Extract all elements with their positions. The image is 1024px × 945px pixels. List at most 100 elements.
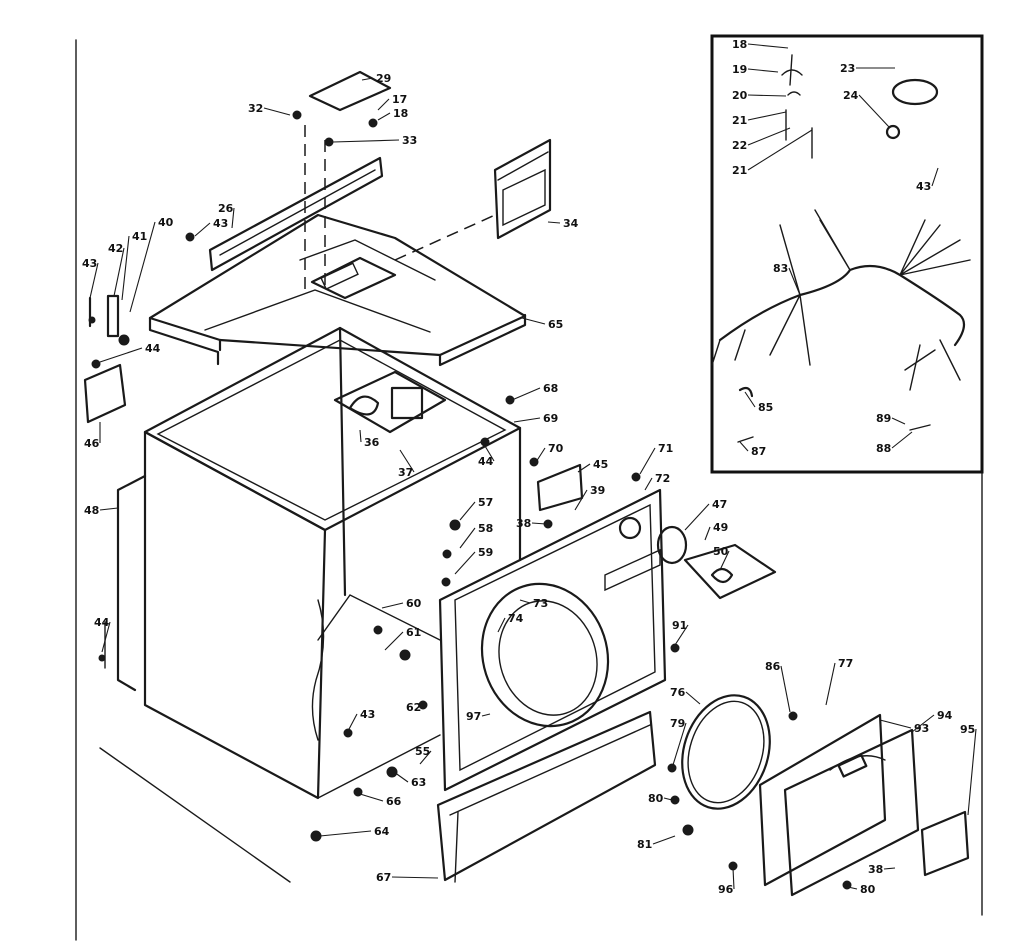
callout-leader-p70 (535, 447, 546, 463)
callout-label-p41: 41 (132, 230, 147, 243)
callout-label-p33: 33 (402, 134, 417, 147)
callout-leader-p97 (481, 713, 491, 717)
callout-leader-p72 (644, 477, 653, 491)
callout-label-p38a: 38 (516, 517, 531, 530)
callout-leader-p64 (319, 830, 372, 837)
callout-label-p73: 73 (533, 597, 548, 610)
callout-leader-i43 (931, 167, 939, 187)
callout-label-i19: 19 (732, 63, 747, 76)
callout-label-i21b: 21 (732, 164, 747, 177)
callout-leader-p32 (263, 107, 291, 116)
wiring-harness (711, 54, 971, 443)
callout-label-p61a: 61 (406, 626, 421, 639)
callout-label-p44c: 44 (478, 455, 494, 468)
toe-panel (436, 710, 657, 883)
callout-leader-p86 (780, 665, 791, 713)
callout-leader-i22 (747, 127, 791, 146)
callout-leader-p44c (484, 445, 495, 462)
callout-label-p36: 36 (364, 436, 380, 449)
callout-leader-p43b (89, 262, 99, 299)
callout-leader-p47 (684, 503, 710, 531)
callout-label-p39: 39 (590, 484, 605, 497)
callout-label-p43b: 43 (82, 257, 97, 270)
control-bracket (493, 138, 552, 240)
callout-label-i85: 85 (758, 401, 773, 414)
latch-bracket (536, 463, 584, 512)
callout-leader-p95 (967, 728, 977, 816)
callout-label-p96: 96 (718, 883, 734, 896)
cabinet (99, 326, 522, 883)
callout-leader-p63 (393, 771, 409, 783)
callout-label-i43: 43 (916, 180, 931, 193)
callout-label-p50: 50 (713, 545, 729, 558)
callout-label-p44a: 44 (145, 342, 161, 355)
callout-label-p65: 65 (548, 318, 563, 331)
callout-label-i87: 87 (751, 445, 766, 458)
top-cover-plate (308, 70, 392, 112)
callout-label-p70: 70 (548, 442, 564, 455)
callout-leader-p96 (732, 867, 735, 890)
callout-leader-p79 (672, 722, 687, 766)
callout-label-p71: 71 (658, 442, 673, 455)
callout-label-p64: 64 (374, 825, 390, 838)
callout-label-p97: 97 (466, 710, 481, 723)
callout-label-i20: 20 (732, 89, 748, 102)
callout-leader-p58 (459, 527, 476, 549)
callout-label-p43c: 43 (360, 708, 375, 721)
callout-label-p81: 81 (637, 838, 652, 851)
callout-label-p44b: 44 (94, 616, 110, 629)
rear-side-panel (116, 474, 147, 692)
callout-leader-p67 (391, 876, 439, 879)
callout-label-i18: 18 (732, 38, 747, 51)
fasteners (88, 110, 852, 890)
callout-leader-p39 (574, 489, 588, 511)
callout-label-p63: 63 (411, 776, 426, 789)
callout-leader-p55 (419, 750, 432, 765)
callout-leader-p59 (454, 551, 476, 575)
callout-label-p38b: 38 (868, 863, 883, 876)
callout-leader-p81 (652, 835, 676, 845)
callout-label-i83: 83 (773, 262, 788, 275)
callout-label-i89: 89 (876, 412, 891, 425)
motor-relay-plate (333, 370, 447, 434)
callout-label-i23: 23 (840, 62, 855, 75)
callout-leader-p38b (883, 867, 896, 870)
callout-label-p80b: 80 (860, 883, 876, 896)
callout-leader-p18a (377, 112, 391, 121)
callout-leader-p33 (332, 139, 400, 143)
callout-label-p49: 49 (713, 521, 728, 534)
callout-leader-p17 (377, 98, 390, 111)
callout-leader-p36 (359, 429, 362, 443)
callout-leader-p49 (704, 526, 711, 541)
callout-labels: 2932171833264340424143346544464844686936… (82, 72, 977, 896)
top-bracket (208, 156, 384, 272)
callout-label-p91: 91 (672, 619, 687, 632)
callout-label-p47: 47 (712, 498, 727, 511)
callout-leader-i85 (744, 391, 756, 408)
callout-label-p80a: 80 (648, 792, 664, 805)
callout-label-p43a: 43 (213, 217, 228, 230)
callout-label-p68: 68 (543, 382, 558, 395)
callout-label-p57: 57 (478, 496, 493, 509)
callout-label-p48: 48 (84, 504, 99, 517)
door-handle (920, 810, 970, 877)
callout-leader-i83 (788, 267, 801, 296)
callout-label-p79: 79 (670, 717, 685, 730)
inset-frame (710, 34, 984, 474)
callout-leader-p48 (99, 507, 119, 511)
top-panel (148, 213, 527, 367)
callout-leader-p50 (719, 550, 730, 571)
callout-leader-p40 (129, 221, 156, 313)
callout-label-p93: 93 (914, 722, 929, 735)
callout-label-p40: 40 (158, 216, 174, 229)
callout-leader-p62 (421, 705, 424, 708)
callout-label-p67: 67 (376, 871, 391, 884)
callout-label-p42: 42 (108, 242, 123, 255)
callout-label-p74: 74 (508, 612, 524, 625)
callout-label-p60: 60 (406, 597, 422, 610)
callout-leader-p76 (685, 691, 701, 705)
callout-label-i21a: 21 (732, 114, 747, 127)
callout-leader-p73 (519, 599, 531, 604)
callout-leader-i87 (739, 441, 749, 452)
